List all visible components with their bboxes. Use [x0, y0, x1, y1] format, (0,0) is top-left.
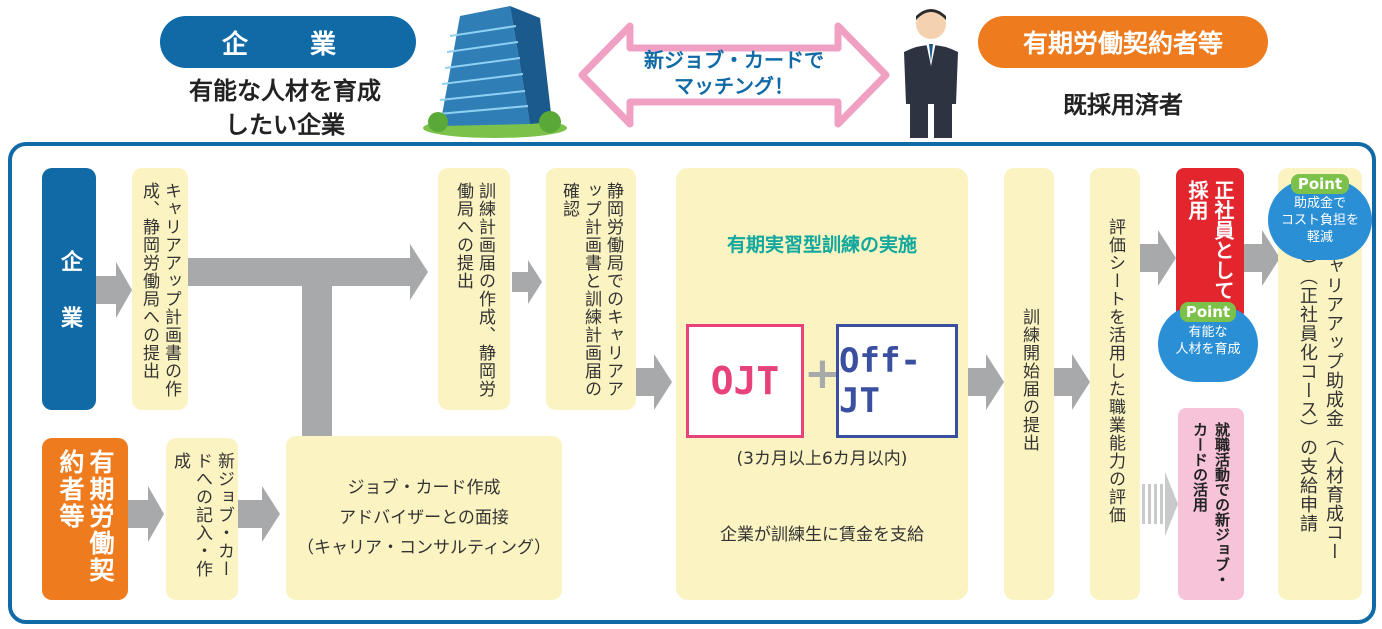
connector-t-vertical: [302, 286, 332, 436]
step-confirm-text: 静岡労働局でのキャリアアップ計画書と訓練計画届の確認: [559, 182, 623, 398]
step-start-notice-text: 訓練開始届の提出: [1019, 308, 1039, 452]
arrow-worker-to-jobcard: [128, 486, 164, 542]
step-career-plan: キャリアアップ計画書の作成、静岡労働局への提出: [132, 168, 188, 410]
matching-text-line1: 新ジョブ・カードで: [644, 48, 824, 72]
worker-side-text: 有期労働契約者等: [56, 449, 115, 584]
training-wage: 企業が訓練生に賃金を支給: [720, 525, 924, 545]
arrow-start-to-eval: [1054, 354, 1090, 410]
worker-subtitle: 既採用済者: [1063, 91, 1183, 119]
point1-word: Point: [1291, 174, 1349, 194]
step-evaluation: 評価シートを活用した職業能力の評価: [1090, 168, 1140, 600]
point1-line1: 助成金で: [1293, 196, 1346, 211]
hire-text: 正社員として採用: [1185, 180, 1235, 300]
jobhunt-text: 就職活動での新ジョブ・カードの活用: [1191, 422, 1231, 587]
arrow-eval-to-hire: [1140, 230, 1176, 286]
arrow-jobcard-to-interview: [238, 486, 280, 542]
point1-badge: Point 助成金で コスト負担を 軽減: [1268, 174, 1372, 260]
arrow-training-to-confirm: [512, 260, 542, 304]
businessman-illustration: [904, 9, 958, 138]
company-side-text: 企業: [57, 250, 82, 362]
arrow-confirm-to-training: [636, 354, 672, 410]
training-period: (3カ月以上6カ月以内): [736, 449, 908, 469]
interview-line3: （キャリア・コンサルティング）: [297, 538, 551, 558]
ojt-text: OJT: [710, 359, 780, 403]
step-career-plan-text: キャリアアップ計画書の作成、静岡労働局への提出: [139, 182, 181, 398]
interview-line1: ジョブ・カード作成: [347, 478, 501, 498]
point2-line1: 有能な: [1188, 325, 1228, 340]
step-jobcard-fill-text: 新ジョブ・カードへの記入・作成: [170, 452, 234, 578]
step-interview: ジョブ・カード作成 アドバイザーとの面接 （キャリア・コンサルティング）: [286, 436, 562, 600]
point2-badge: Point 有能な 人材を育成: [1158, 302, 1258, 382]
training-title: 有期実習型訓練の実施: [726, 234, 917, 256]
arrow-training-to-start: [968, 354, 1004, 410]
step-training-plan-text: 訓練計画届の作成、静岡労働局への提出: [453, 182, 495, 398]
company-subtitle-line1: 有能な人材を育成: [189, 77, 381, 105]
point1-line3: 軽減: [1306, 230, 1333, 245]
offjt-box: Off-JT: [836, 324, 958, 438]
worker-side-bar: 有期労働契約者等: [42, 438, 128, 600]
matching-text: 新ジョブ・カードで マッチング！: [620, 47, 848, 99]
company-subtitle-line2: したい企業: [225, 111, 345, 139]
step-start-notice: 訓練開始届の提出: [1004, 168, 1054, 600]
company-side-bar: 企業: [42, 168, 96, 410]
building-illustration: [423, 6, 567, 138]
jobhunt-box: 就職活動での新ジョブ・カードの活用: [1178, 408, 1244, 600]
step-confirm: 静岡労働局でのキャリアアップ計画書と訓練計画届の確認: [546, 168, 636, 410]
plus-sign: +: [804, 348, 841, 399]
interview-line2: アドバイザーとの面接: [339, 508, 509, 528]
step-training-plan: 訓練計画届の作成、静岡労働局への提出: [438, 168, 510, 410]
hire-box: 正社員として採用: [1176, 168, 1244, 320]
step-evaluation-text: 評価シートを活用した職業能力の評価: [1105, 218, 1125, 524]
point2-word: Point: [1180, 302, 1236, 322]
ojt-box: OJT: [686, 324, 804, 438]
flow-frame: [8, 142, 1376, 624]
point1-line2: コスト負担を: [1280, 213, 1359, 228]
step-jobcard-fill: 新ジョブ・カードへの記入・作成: [166, 438, 238, 600]
offjt-text: Off-JT: [839, 341, 921, 421]
company-subtitle: 有能な人材を育成 したい企業: [140, 74, 430, 142]
step-subsidy-text: キャリアアップ助成金（人材育成コース）（正社員化コース）の支給申請: [1297, 238, 1344, 561]
worker-label: 有期労働契約者等: [978, 16, 1268, 68]
matching-text-line2: マッチング！: [674, 74, 794, 98]
arrow-hire-to-subsidy: [1244, 230, 1280, 286]
arrow-company-to-plan: [96, 262, 132, 318]
company-label: 企 業: [160, 16, 416, 68]
arrow-eval-to-jobhunt: [1142, 472, 1178, 536]
double-arrow: [578, 22, 890, 128]
training-block: 有期実習型訓練の実施 OJT + Off-JT (3カ月以上6カ月以内) 企業が…: [676, 168, 968, 600]
arrow-plan-to-training: [188, 244, 428, 300]
point2-line2: 人材を育成: [1175, 342, 1241, 357]
